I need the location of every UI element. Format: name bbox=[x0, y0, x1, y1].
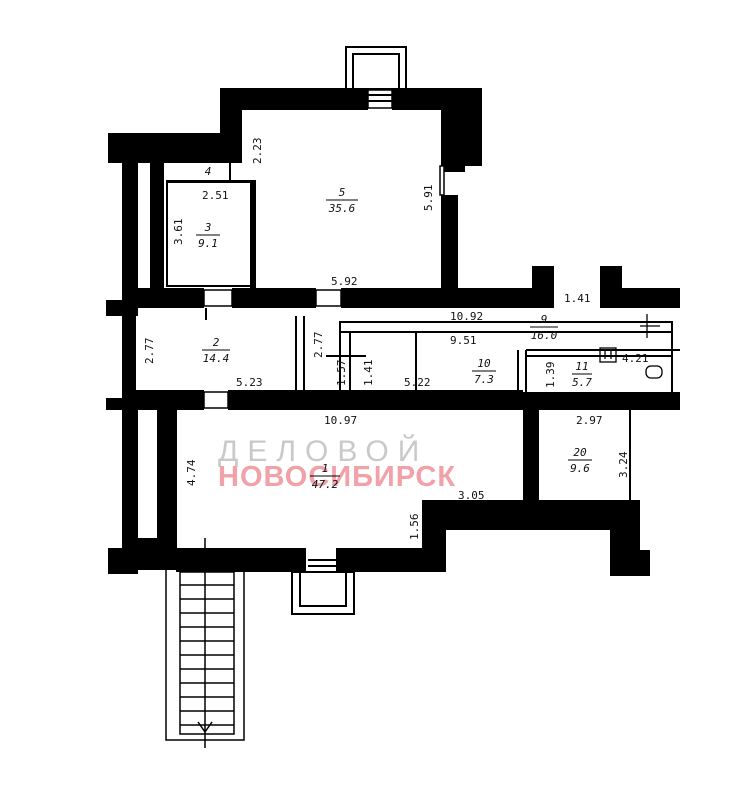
bottom-porch bbox=[291, 559, 355, 615]
room-20-area: 9.6 bbox=[570, 462, 590, 475]
room-5-area: 35.6 bbox=[328, 202, 356, 215]
dimension-labels: 2.23 2.51 3.61 5.91 5.92 1.41 10.92 9.51… bbox=[143, 138, 649, 541]
dim-1-57: 1.57 bbox=[335, 360, 348, 387]
room-1-area: 47.2 bbox=[312, 478, 339, 491]
dim-10-92: 10.92 bbox=[450, 310, 483, 323]
dim-2-97: 2.97 bbox=[576, 414, 603, 427]
wc-fixtures bbox=[599, 314, 663, 379]
walls bbox=[106, 88, 680, 576]
room-2-area: 14.4 bbox=[203, 352, 230, 365]
room-11-number: 11 bbox=[575, 360, 588, 373]
dim-2-23: 2.23 bbox=[251, 138, 264, 165]
room-labels: 5 35.6 3 9.1 4 2 14.4 9 16.0 10 7.3 11 5… bbox=[196, 165, 592, 491]
dim-1-41-top: 1.41 bbox=[564, 292, 591, 305]
watermark-line2: НОВОСИБИРСК bbox=[218, 461, 456, 493]
dim-3-05: 3.05 bbox=[458, 489, 485, 502]
door-openings bbox=[203, 89, 445, 409]
dim-10-97: 10.97 bbox=[324, 414, 357, 427]
room-9-number: 9 bbox=[541, 313, 548, 326]
room-1-number: 1 bbox=[322, 462, 329, 475]
thin-walls bbox=[166, 163, 680, 500]
room-5-number: 5 bbox=[339, 186, 346, 199]
dim-1-39: 1.39 bbox=[544, 362, 557, 389]
dim-2-77-left: 2.77 bbox=[143, 338, 156, 365]
dim-4-74: 4.74 bbox=[185, 459, 198, 486]
room-10-number: 10 bbox=[477, 357, 491, 370]
top-porch bbox=[345, 46, 407, 102]
dim-5-23: 5.23 bbox=[236, 376, 263, 389]
room-10-area: 7.3 bbox=[474, 373, 494, 386]
dim-1-56: 1.56 bbox=[408, 514, 421, 541]
dim-1-41-mid: 1.41 bbox=[362, 360, 375, 387]
room-3-area: 9.1 bbox=[198, 237, 218, 250]
dim-5-91: 5.91 bbox=[422, 185, 435, 212]
room-20-number: 20 bbox=[573, 446, 587, 459]
dim-5-92: 5.92 bbox=[331, 275, 358, 288]
watermark-line1: ДЕЛОВОЙ bbox=[218, 434, 428, 468]
dim-9-51: 9.51 bbox=[450, 334, 477, 347]
watermark: ДЕЛОВОЙ НОВОСИБИРСК bbox=[218, 434, 456, 493]
dim-2-51: 2.51 bbox=[202, 189, 229, 202]
dim-5-22: 5.22 bbox=[404, 376, 431, 389]
room-9-area: 16.0 bbox=[531, 329, 558, 342]
dim-4-21: 4.21 bbox=[622, 352, 649, 365]
room-4-number: 4 bbox=[205, 165, 212, 178]
room-11-area: 5.7 bbox=[572, 376, 592, 389]
room-3-number: 3 bbox=[204, 221, 212, 234]
dim-2-77-mid: 2.77 bbox=[312, 332, 325, 359]
staircase bbox=[165, 538, 245, 748]
room-2-number: 2 bbox=[213, 336, 220, 349]
dim-3-61: 3.61 bbox=[172, 219, 185, 246]
dim-3-24: 3.24 bbox=[617, 451, 630, 478]
